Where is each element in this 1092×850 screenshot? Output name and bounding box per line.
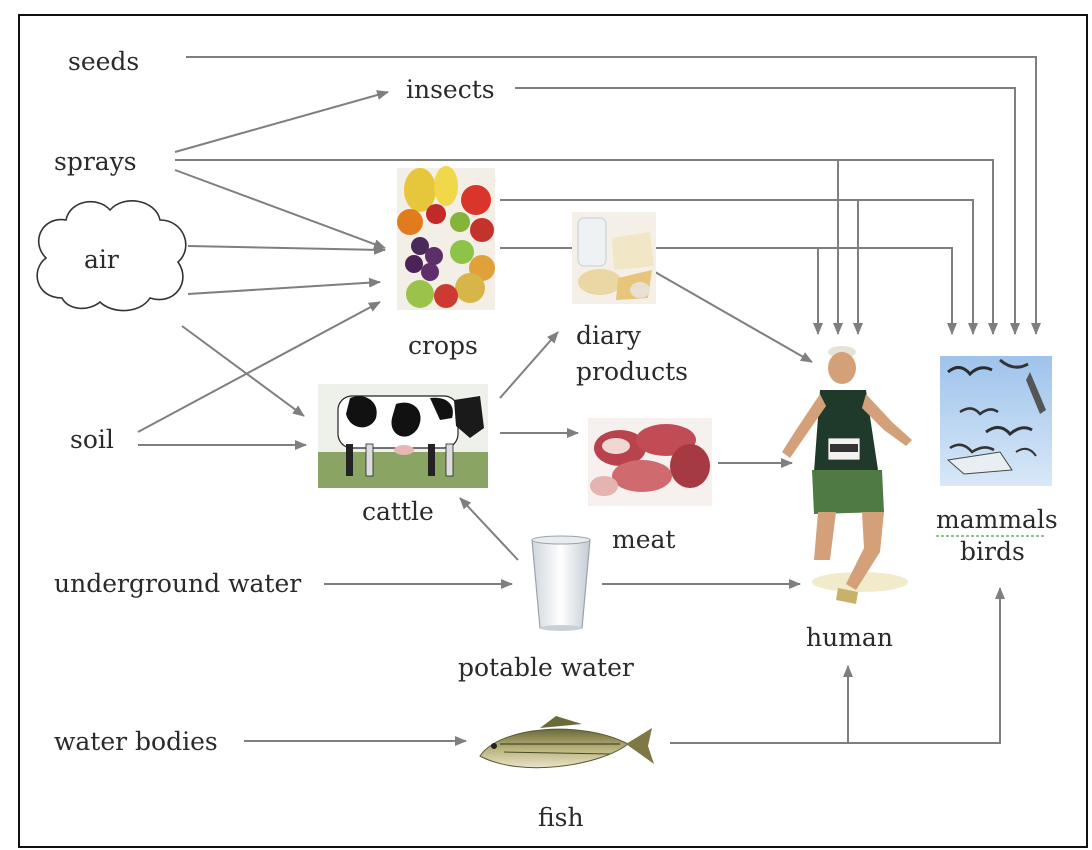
label-human: human [806, 623, 893, 652]
label-soil: soil [70, 425, 114, 454]
label-crops: crops [408, 331, 478, 360]
arrow-air-crops-2 [188, 282, 380, 294]
arrow-cattle-dairy [500, 332, 558, 398]
label-fish: fish [538, 803, 584, 832]
arrow-fish-birds [670, 588, 1000, 743]
label-air: air [84, 245, 119, 274]
runner-picture [782, 346, 912, 604]
fish-picture [480, 716, 654, 768]
cow-picture [318, 384, 488, 488]
dairy-products-picture [572, 212, 656, 304]
arrow-air-birds [500, 248, 952, 334]
label-mammals: mammals [936, 505, 1058, 534]
arrow-water-cattle [460, 498, 518, 560]
glass-of-water-picture [532, 536, 590, 631]
label-water-bodies: water bodies [54, 727, 218, 756]
label-birds: birds [960, 537, 1025, 566]
label-meat: meat [612, 525, 675, 554]
label-cattle: cattle [362, 497, 434, 526]
arrow-air-crops [188, 246, 385, 250]
label-underground-water: underground water [54, 569, 301, 598]
raw-meat-picture [588, 418, 712, 506]
label-insects: insects [406, 75, 495, 104]
flying-birds-picture [940, 356, 1052, 486]
arrow-crops-birds [500, 200, 973, 334]
label-potable-water: potable water [458, 653, 634, 682]
arrows [138, 57, 1036, 743]
arrow-sprays-crops [175, 170, 385, 248]
arrow-dairy-human [655, 272, 812, 362]
label-seeds: seeds [68, 47, 139, 76]
label-dairy-line2: products [576, 357, 688, 386]
label-dairy-line1: diary [576, 321, 642, 350]
arrow-sprays-insects [175, 92, 388, 152]
label-sprays: sprays [54, 147, 137, 176]
arrow-air-cattle [182, 326, 304, 416]
fruit-crops-picture [397, 166, 495, 310]
